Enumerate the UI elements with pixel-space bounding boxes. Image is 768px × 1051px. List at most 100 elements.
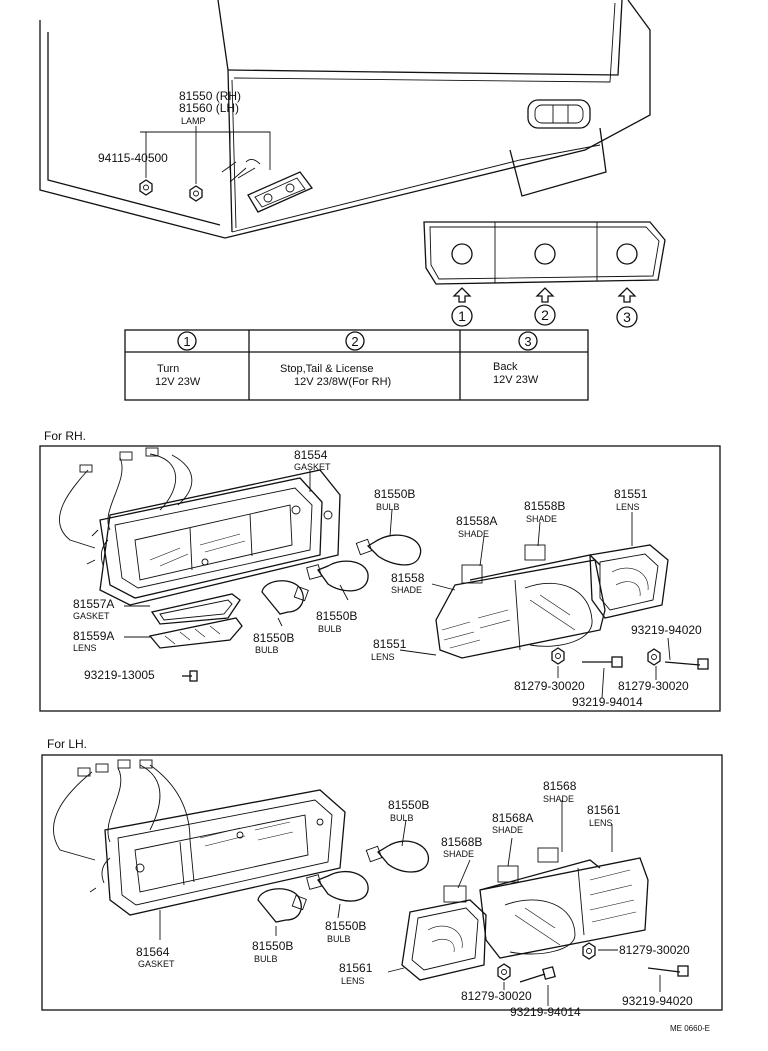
lh-nut-a-icon (497, 963, 511, 981)
rh-small-gasket-lens-illustration (148, 593, 243, 649)
lh-screw-mid-code: 93219-94014 (510, 1005, 581, 1019)
table-header-1: 1 (183, 334, 190, 349)
lh-lens-right-code: 81561 (587, 803, 621, 817)
rh-screw-small-icon (182, 670, 198, 682)
lh-section-label: For LH. (47, 737, 87, 751)
rh-bulb-a-name: BULB (376, 502, 400, 512)
position-number-3: 3 (623, 309, 631, 325)
lh-screw-right-icon (647, 965, 689, 977)
rh-gasket-small-name: GASKET (73, 611, 110, 621)
rh-shade-name: SHADE (391, 585, 422, 595)
nut-code-label: 94115-40500 (98, 151, 168, 165)
lh-screw-mid-icon (519, 966, 556, 983)
rh-section-label: For RH. (44, 429, 86, 443)
nut-icon (139, 179, 153, 196)
rh-nut-icon (551, 647, 565, 665)
table-header-2: 2 (351, 334, 358, 349)
position-arrows (451, 287, 638, 328)
rh-screw-mid-icon (582, 656, 623, 668)
rh-lens-main-name: LENS (371, 652, 395, 662)
rh-screw-right-icon (664, 658, 709, 670)
rh-shade-b-name: SHADE (526, 514, 557, 524)
rh-screw-small-code: 93219-13005 (84, 668, 155, 682)
rh-bulb-a-icon (355, 534, 422, 566)
rh-lamp-housing-illustration (59, 447, 341, 606)
rh-nut-b-icon (647, 648, 661, 666)
table-cell-1-line1: Turn (157, 363, 179, 375)
lh-section-frame (41, 754, 723, 1011)
rh-gasket-top-name: GASKET (294, 462, 331, 472)
rh-screw-mid-code: 93219-94014 (572, 695, 643, 709)
lh-bulb-c-name: BULB (254, 954, 278, 964)
rh-leader-lines (124, 470, 671, 699)
table-header-3: 3 (524, 334, 531, 349)
lh-bulb-b-icon (306, 871, 369, 902)
position-number-2: 2 (541, 307, 549, 323)
lamp-lh-code: 81560 (LH) (179, 101, 239, 115)
lh-bulb-b-code: 81550B (325, 919, 366, 933)
rh-lens-right-code: 81551 (614, 487, 648, 501)
table-cell-2-line1: Stop,Tail & License (280, 363, 374, 375)
rh-bulb-c-name: BULB (255, 645, 279, 655)
vehicle-rear-illustration (39, 0, 651, 239)
lamp-face-illustration (423, 221, 666, 285)
lh-nut-b-icon (582, 942, 596, 960)
rh-section-frame (39, 445, 721, 712)
lh-lamp-lens-assembly-illustration (401, 847, 649, 981)
lh-lens-right-name: LENS (589, 818, 613, 828)
rh-bulb-c-code: 81550B (253, 631, 294, 645)
lh-shade-a-code: 81568A (492, 811, 533, 825)
rh-lamp-lens-assembly-illustration (435, 544, 669, 659)
nut-icon (189, 185, 203, 202)
rh-nut-b-code: 81279-30020 (618, 679, 689, 693)
table-cell-2-line2: 12V 23/8W(For RH) (294, 376, 391, 388)
body-lamp-right-illustration (527, 99, 591, 129)
rh-gasket-small-code: 81557A (73, 597, 114, 611)
table-cell-1-line2: 12V 23W (155, 376, 201, 388)
lh-bulb-c-code: 81550B (252, 939, 293, 953)
lh-lamp-housing-illustration (53, 759, 346, 916)
lh-bulb-b-name: BULB (327, 934, 351, 944)
rh-shade-a-code: 81558A (456, 514, 497, 528)
rh-lens-right-name: LENS (616, 502, 640, 512)
rh-shade-b-code: 81558B (524, 499, 565, 513)
table-cell-3-line1: Back (493, 361, 518, 373)
lh-bulb-a-icon (365, 840, 429, 873)
lh-screw-right-code: 93219-94020 (622, 994, 693, 1008)
lh-leader-lines (159, 800, 661, 1006)
lh-shade-top-code: 81568 (543, 779, 577, 793)
table-cell-3-line2: 12V 23W (493, 374, 539, 386)
lh-shade-a-name: SHADE (492, 825, 523, 835)
rh-bulb-a-code: 81550B (374, 487, 415, 501)
rh-shade-a-name: SHADE (458, 529, 489, 539)
lh-bulb-a-code: 81550B (388, 798, 429, 812)
lh-shade-top-name: SHADE (543, 794, 574, 804)
lh-gasket-name: GASKET (138, 959, 175, 969)
lh-shade-b-name: SHADE (443, 849, 474, 859)
lh-lens-left-code: 81561 (339, 961, 373, 975)
rh-bulb-c-icon (261, 580, 309, 615)
rh-bulb-b-name: BULB (318, 624, 342, 634)
rh-gasket-top-code: 81554 (294, 448, 328, 462)
bulb-table (124, 329, 589, 401)
rh-lens-small-name: LENS (73, 643, 97, 653)
lh-nut-b-code: 81279-30020 (619, 943, 690, 957)
rh-lens-small-code: 81559A (73, 629, 114, 643)
figure-code: ME 0660-E (670, 1024, 710, 1033)
rh-screw-right-code: 93219-94020 (631, 623, 702, 637)
rh-nut-a-code: 81279-30020 (514, 679, 585, 693)
rh-lens-main-code: 81551 (373, 637, 407, 651)
lh-bulb-c-icon (257, 888, 307, 923)
lh-gasket-code: 81564 (136, 945, 170, 959)
lh-shade-b-code: 81568B (441, 835, 482, 849)
lh-nut-a-code: 81279-30020 (461, 989, 532, 1003)
lamp-name-label: LAMP (181, 116, 206, 126)
rh-bulb-b-icon (306, 560, 369, 592)
rh-bulb-b-code: 81550B (316, 609, 357, 623)
lh-lens-left-name: LENS (341, 976, 365, 986)
rh-shade-code: 81558 (391, 571, 425, 585)
body-lamp-left-illustration (221, 159, 314, 213)
lamp-rh-code: 81550 (RH) (179, 89, 241, 103)
